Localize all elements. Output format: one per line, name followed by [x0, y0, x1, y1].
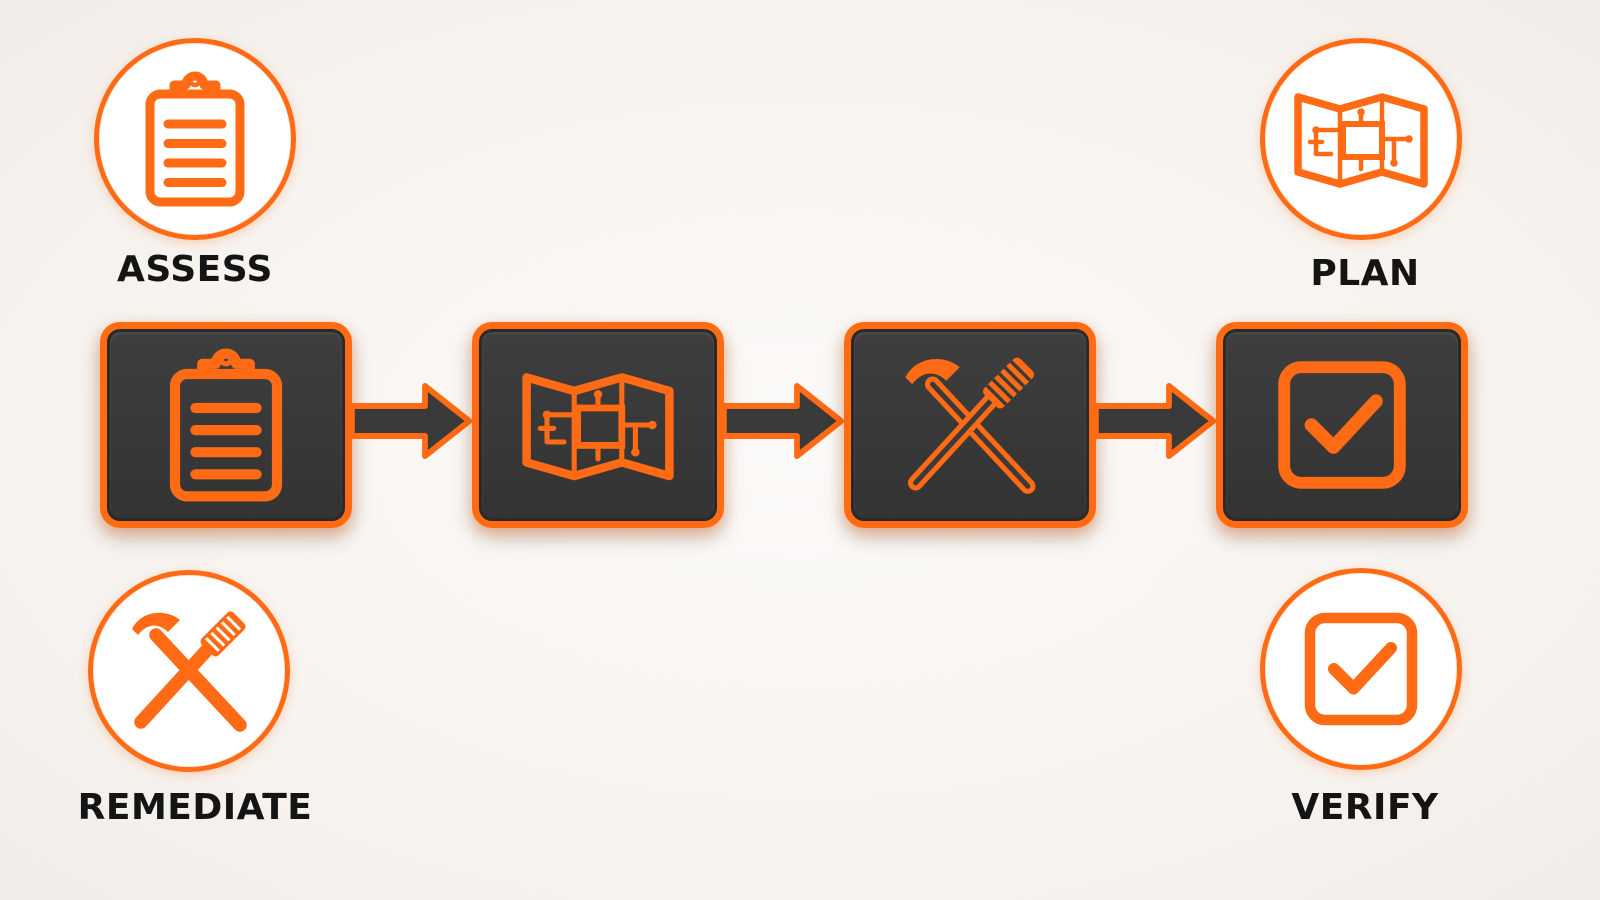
- verify-circle: [1260, 568, 1462, 770]
- arrow-right-icon: [722, 376, 847, 466]
- clipboard-icon: [120, 64, 270, 214]
- checkbox-icon: [1257, 340, 1427, 510]
- hammer-and-brush-icon: [885, 340, 1055, 510]
- flow-arrow-3: [1094, 376, 1219, 466]
- flow-arrow-2: [722, 376, 847, 466]
- plan-circle: [1260, 38, 1462, 240]
- step-tile-assess: [100, 322, 352, 528]
- floor-plan-map-icon: [1286, 64, 1436, 214]
- floor-plan-map-icon: [513, 340, 683, 510]
- arrow-right-icon: [1094, 376, 1219, 466]
- arrow-right-icon: [350, 376, 475, 466]
- clipboard-icon: [141, 340, 311, 510]
- assess-label: ASSESS: [117, 249, 273, 290]
- step-tile-remediate: [844, 322, 1096, 528]
- remediate-label: REMEDIATE: [77, 787, 313, 828]
- hammer-and-brush-icon: [114, 596, 264, 746]
- step-tile-verify: [1216, 322, 1468, 528]
- verify-label: VERIFY: [1291, 787, 1439, 828]
- step-tile-plan: [472, 322, 724, 528]
- assess-circle: [94, 38, 296, 240]
- checkbox-icon: [1286, 594, 1436, 744]
- flow-arrow-1: [350, 376, 475, 466]
- remediate-circle: [88, 570, 290, 772]
- plan-label: PLAN: [1310, 253, 1420, 294]
